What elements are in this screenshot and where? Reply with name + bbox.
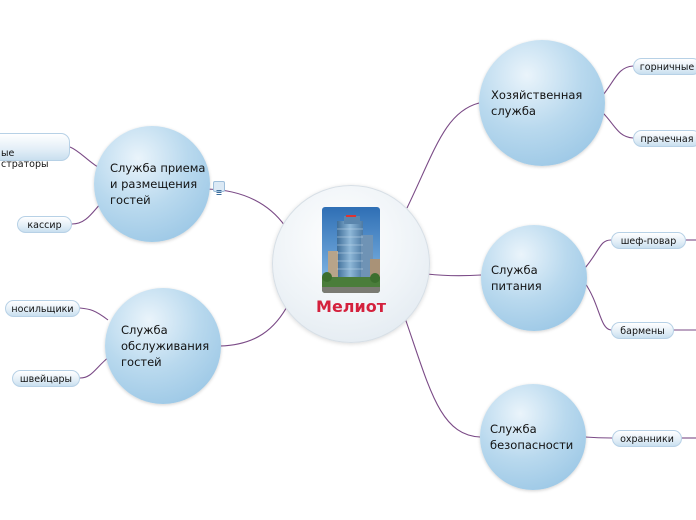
- edge-bez: [584, 436, 613, 439]
- pill-doormen[interactable]: швейцары: [12, 370, 80, 387]
- edge-obsl-1: [79, 307, 109, 321]
- edge-center-hoz: [406, 102, 480, 209]
- pill-guards[interactable]: охранники: [612, 430, 682, 447]
- pill-administrators-label: ые страторы: [1, 148, 49, 170]
- list-collapse-icon[interactable]: [213, 181, 225, 195]
- edge-pit-1: [584, 239, 612, 269]
- node-guest-service-label: Служба обслуживания гостей: [121, 323, 210, 369]
- node-guest-service[interactable]: Служба обслуживания гостей: [105, 288, 221, 404]
- central-node[interactable]: Мелиот: [272, 185, 430, 343]
- pill-laundry[interactable]: прачечная: [633, 130, 696, 147]
- pill-maids[interactable]: горничные: [633, 58, 696, 75]
- pill-maids-label: горничные: [639, 62, 695, 73]
- edge-obsl-2: [79, 355, 111, 379]
- pill-administrators[interactable]: ые страторы: [0, 133, 70, 170]
- node-reception-label: Служба приема и размещения гостей: [110, 161, 206, 207]
- pill-chef-label: шеф-повар: [620, 236, 677, 247]
- node-security-label: Служба безопасности: [490, 422, 574, 452]
- pill-porters[interactable]: носильщики: [5, 300, 80, 317]
- edge-center-bez: [404, 317, 481, 438]
- pill-doormen-label: швейцары: [19, 374, 73, 385]
- pill-cashier[interactable]: кассир: [17, 216, 72, 233]
- node-reception-service[interactable]: Служба приема и размещения гостей: [94, 126, 210, 242]
- node-security-service[interactable]: Служба безопасности: [480, 384, 586, 490]
- edge-center-pit: [426, 273, 482, 277]
- pill-bartenders-label: бармены: [620, 326, 665, 337]
- edge-hoz-1: [602, 65, 634, 96]
- node-food-label: Служба питания: [491, 263, 542, 293]
- central-node-title: Мелиот: [316, 297, 386, 316]
- pill-porters-label: носильщики: [11, 304, 74, 315]
- pill-chef[interactable]: шеф-повар: [611, 232, 686, 249]
- pill-guards-label: охранники: [620, 434, 674, 445]
- edge-pit-2: [584, 282, 612, 331]
- pill-laundry-label: прачечная: [640, 134, 694, 145]
- edge-hoz-2: [602, 112, 634, 139]
- node-food-service[interactable]: Служба питания: [481, 225, 587, 331]
- pill-bartenders[interactable]: бармены: [611, 322, 674, 339]
- edge-center-obsl: [219, 302, 290, 347]
- pill-cashier-label: кассир: [27, 220, 62, 231]
- node-housekeeping-label: Хозяйственная служба: [491, 88, 583, 118]
- hotel-building-photo: [322, 207, 380, 293]
- node-housekeeping-service[interactable]: Хозяйственная служба: [479, 40, 605, 166]
